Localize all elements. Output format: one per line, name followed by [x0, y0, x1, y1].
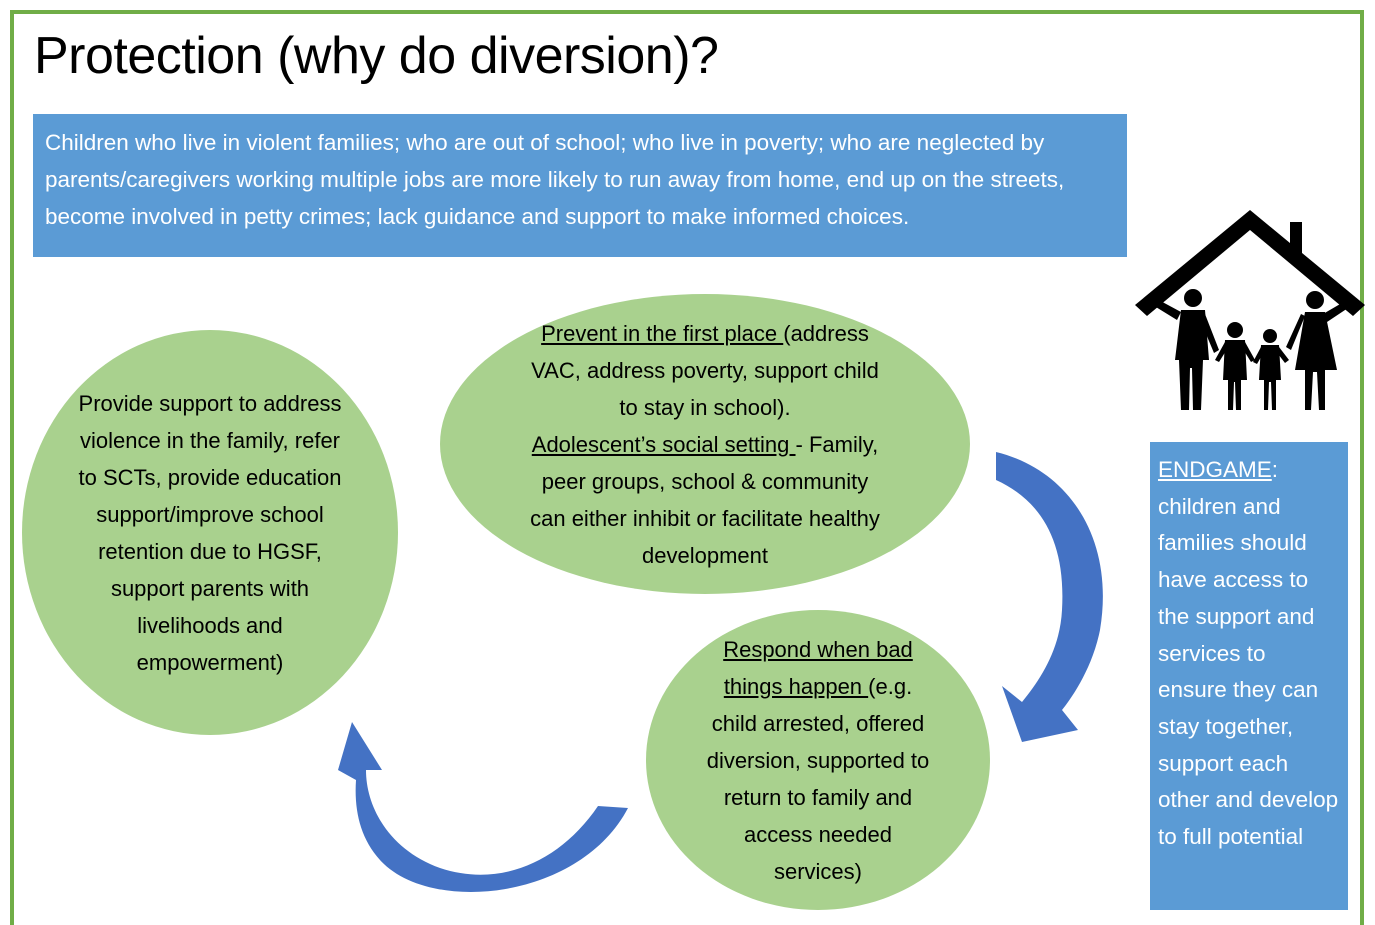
respond-ellipse: Respond when bad things happen (e.g. chi…	[646, 610, 990, 910]
endgame-heading: ENDGAME	[1158, 457, 1272, 482]
support-text: Provide support to address violence in t…	[78, 390, 342, 675]
slide-frame	[10, 10, 1364, 925]
family-house-icon	[1135, 210, 1365, 410]
respond-text: (e.g. child arrested, offered diversion,…	[706, 673, 930, 884]
support-ellipse: Provide support to address violence in t…	[22, 330, 398, 735]
intro-box: Children who live in violent families; w…	[33, 114, 1127, 257]
social-setting-heading: Adolescent’s social setting	[531, 431, 796, 457]
prevent-text: (address VAC, address poverty, support c…	[531, 320, 879, 420]
respond-heading: Respond when bad things happen	[723, 636, 913, 699]
endgame-box: ENDGAME: children and families should ha…	[1150, 442, 1348, 910]
prevent-ellipse: Prevent in the first place (address VAC,…	[440, 294, 970, 594]
endgame-text: : children and families should have acce…	[1158, 457, 1339, 850]
prevent-heading: Prevent in the first place	[541, 320, 784, 346]
page-title: Protection (why do diversion)?	[34, 27, 719, 85]
social-setting-text: - Family, peer groups, school & communit…	[530, 431, 880, 568]
